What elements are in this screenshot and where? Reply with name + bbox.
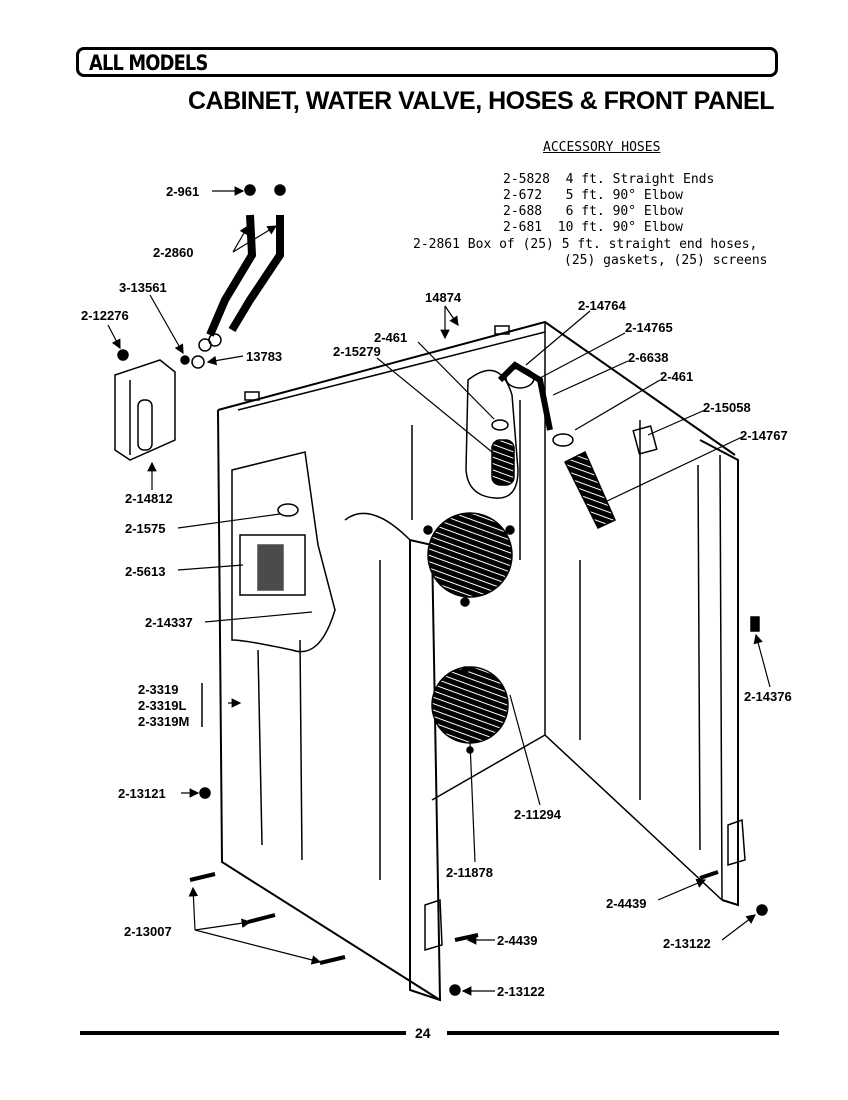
part-label: 2-3319L <box>138 698 186 713</box>
part-label: 2-13122 <box>497 984 545 999</box>
part-label: 2-14337 <box>145 615 193 630</box>
part-label: 2-3319M <box>138 714 189 729</box>
part-label: 2-13121 <box>118 786 166 801</box>
accessory-hoses-title: ACCESSORY HOSES <box>543 140 661 155</box>
cabinet-right-inner <box>719 454 723 901</box>
part-label: 2-6638 <box>628 350 668 365</box>
part-label: 2-5613 <box>125 564 165 579</box>
part-label: 2-14767 <box>740 428 788 443</box>
part-label: 2-14764 <box>578 298 626 313</box>
mounting-bracket <box>114 359 176 461</box>
fill-hose-coil <box>491 439 515 486</box>
part-label: 2-15279 <box>333 344 381 359</box>
part-label: 2-4439 <box>606 896 646 911</box>
part-label: 2-4439 <box>497 933 537 948</box>
part-label: 2-11294 <box>514 807 562 822</box>
accessory-line: 2-2861 Box of (25) 5 ft. straight end ho… <box>413 237 758 252</box>
inlet-hose <box>206 214 257 337</box>
accessory-line: 2-688 6 ft. 90° Elbow <box>503 204 684 219</box>
part-label: 2-1575 <box>125 521 165 536</box>
part-label: 2-13122 <box>663 936 711 951</box>
cabinet-bottom-rail <box>431 734 546 801</box>
part-label: 2-2860 <box>153 245 193 260</box>
part-label: 14874 <box>425 290 462 305</box>
cabinet-right-side <box>544 322 723 901</box>
cabinet-top-edge <box>217 320 736 456</box>
part-label: 13783 <box>246 349 282 364</box>
part-label: 2-961 <box>166 184 199 199</box>
part-label: 2-12276 <box>81 308 129 323</box>
part-label: 2-11878 <box>446 865 493 880</box>
page-number: 24 <box>415 1025 431 1041</box>
banner-text: ALL MODELS <box>89 51 208 75</box>
footer-rule-right <box>447 1031 779 1035</box>
cabinet-left-side <box>217 409 441 1001</box>
accessory-line: 2-5828 4 ft. Straight Ends <box>503 172 715 187</box>
motor-disc-upper <box>427 512 513 598</box>
part-label: 2-3319 <box>138 682 178 697</box>
page-title: CABINET, WATER VALVE, HOSES & FRONT PANE… <box>188 87 775 115</box>
part-label: 2-14376 <box>744 689 792 704</box>
part-label: 2-15058 <box>703 400 751 415</box>
footer-rule-left <box>80 1031 406 1035</box>
cabinet-right-panel <box>699 439 739 907</box>
front-panel <box>409 538 442 1002</box>
accessory-line: 2-681 10 ft. 90° Elbow <box>503 220 684 235</box>
part-label: 2-461 <box>660 369 693 384</box>
drain-hose-coil <box>563 450 616 529</box>
part-label: 2-14812 <box>125 491 173 506</box>
part-label: 2-14765 <box>625 320 673 335</box>
accessory-line: 2-672 5 ft. 90° Elbow <box>503 188 684 203</box>
part-label: 2-13007 <box>124 924 172 939</box>
models-banner: ALL MODELS <box>76 47 778 77</box>
accessory-line: (25) gaskets, (25) screens <box>564 253 768 268</box>
motor-disc-lower <box>431 666 509 744</box>
valve-cutout <box>231 451 336 653</box>
part-label: 3-13561 <box>119 280 167 295</box>
part-label: 2-461 <box>374 330 407 345</box>
cabinet-top-inner <box>237 331 546 411</box>
